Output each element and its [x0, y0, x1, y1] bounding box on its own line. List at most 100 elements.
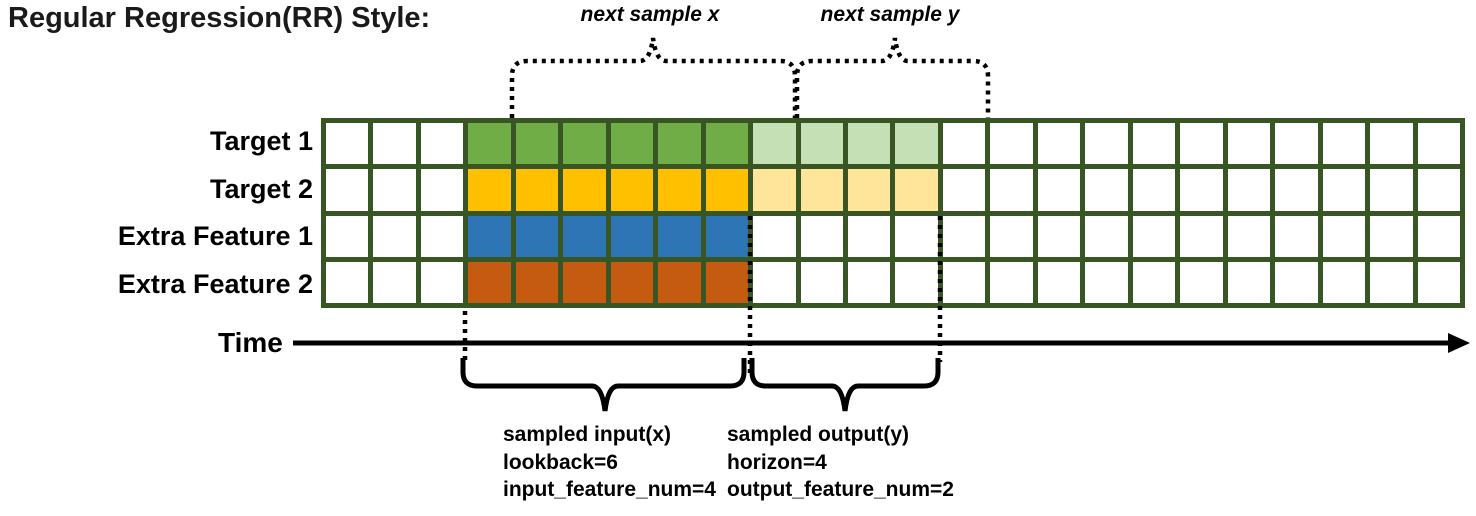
next-sample-x-brace: [509, 37, 798, 118]
row-label-extra-feature-1: Extra Feature 1: [117, 221, 313, 251]
grid-cell: [1322, 261, 1366, 303]
grid-cell: [468, 261, 511, 303]
grid-cell: [610, 169, 654, 211]
grid-cell: [420, 261, 464, 303]
grid-cell: [658, 215, 701, 257]
grid-cell: [990, 123, 1033, 165]
grid-cell: [1322, 215, 1366, 257]
grid-cell: [1227, 215, 1271, 257]
grid-cell: [610, 215, 654, 257]
grid-cell: [848, 123, 891, 165]
grid-cell: [990, 169, 1033, 211]
grid-cell: [705, 123, 749, 165]
row-label-extra-feature-2: Extra Feature 2: [117, 269, 313, 299]
grid-cell: [1417, 123, 1460, 165]
grid-cell: [420, 215, 464, 257]
grid-cell: [468, 123, 511, 165]
grid-cell: [1275, 261, 1318, 303]
grid-cell: [990, 215, 1033, 257]
grid-cell: [895, 169, 938, 211]
grid-cell: [705, 261, 749, 303]
grid-cell: [468, 215, 511, 257]
grid-cell: [515, 261, 559, 303]
sample-grid: [321, 118, 1465, 308]
grid-cell: [1275, 123, 1318, 165]
grid-cell: [753, 123, 796, 165]
grid-cell: [1275, 215, 1318, 257]
grid-cell: [895, 261, 938, 303]
grid-cell: [1037, 215, 1081, 257]
grid-cell: [610, 123, 654, 165]
grid-cell: [1417, 261, 1460, 303]
grid-cell: [942, 261, 986, 303]
grid-cell: [1132, 123, 1176, 165]
grid-cell: [468, 169, 511, 211]
sampled-input-brace: [460, 358, 747, 412]
grid-cell: [1370, 215, 1413, 257]
grid-cell: [800, 261, 844, 303]
grid-cell: [1370, 169, 1413, 211]
sampled-output-title: sampled output(y): [727, 423, 909, 446]
grid-cell: [326, 169, 369, 211]
grid-cell: [848, 261, 891, 303]
grid-cell: [658, 123, 701, 165]
grid-cell: [1085, 261, 1128, 303]
sampled-output-caption: sampled output(y) horizon=4 output_featu…: [727, 421, 954, 504]
grid-cell: [990, 261, 1033, 303]
grid-cell: [326, 123, 369, 165]
grid-cell: [800, 169, 844, 211]
grid-cell: [848, 169, 891, 211]
horizon-value: horizon=4: [727, 450, 827, 474]
grid-cell: [753, 215, 796, 257]
grid-cell: [1322, 169, 1366, 211]
grid-cell: [1037, 123, 1081, 165]
grid-cell: [1227, 123, 1271, 165]
grid-cell: [563, 169, 606, 211]
grid-cell: [942, 169, 986, 211]
grid-cell: [515, 215, 559, 257]
grid-cell: [515, 123, 559, 165]
grid-cell: [1180, 123, 1223, 165]
grid-cell: [1180, 261, 1223, 303]
next-sample-y-label: next sample y: [820, 3, 960, 26]
grid-cell: [800, 123, 844, 165]
row-label-target-2: Target 2: [209, 174, 313, 204]
grid-cell: [610, 261, 654, 303]
grid-cell: [1085, 123, 1128, 165]
time-axis-label: Time: [218, 327, 283, 358]
grid-cell: [515, 169, 559, 211]
grid-cell: [848, 215, 891, 257]
row-labels: Target 1 Target 2 Extra Feature 1 Extra …: [0, 0, 313, 516]
diagram-title: Regular Regression(RR) Style:: [8, 2, 431, 34]
grid-cell: [373, 261, 416, 303]
grid-cell: [563, 261, 606, 303]
output-feature-num: output_feature_num=2: [727, 478, 954, 501]
grid-cell: [1370, 123, 1413, 165]
grid-cell: [1037, 261, 1081, 303]
grid-cell: [563, 123, 606, 165]
grid-cell: [895, 215, 938, 257]
grid-cell: [753, 261, 796, 303]
grid-cell: [1322, 123, 1366, 165]
grid-cell: [895, 123, 938, 165]
sampled-input-caption: sampled input(x) lookback=6 input_featur…: [503, 421, 716, 504]
grid-cell: [658, 169, 701, 211]
grid-cell: [373, 123, 416, 165]
next-sample-x-label: next sample x: [580, 3, 720, 26]
grid-cell: [800, 215, 844, 257]
grid-cell: [563, 215, 606, 257]
grid-cell: [658, 261, 701, 303]
grid-cell: [1417, 169, 1460, 211]
grid-cell: [1417, 215, 1460, 257]
grid-cell: [1180, 169, 1223, 211]
grid-cell: [420, 123, 464, 165]
grid-cell: [1180, 215, 1223, 257]
grid-cell: [705, 169, 749, 211]
grid-cell: [753, 169, 796, 211]
next-sample-y-brace: [794, 37, 991, 118]
grid-cell: [1085, 215, 1128, 257]
grid-cell: [1132, 169, 1176, 211]
grid-cell: [942, 123, 986, 165]
grid-cell: [326, 261, 369, 303]
